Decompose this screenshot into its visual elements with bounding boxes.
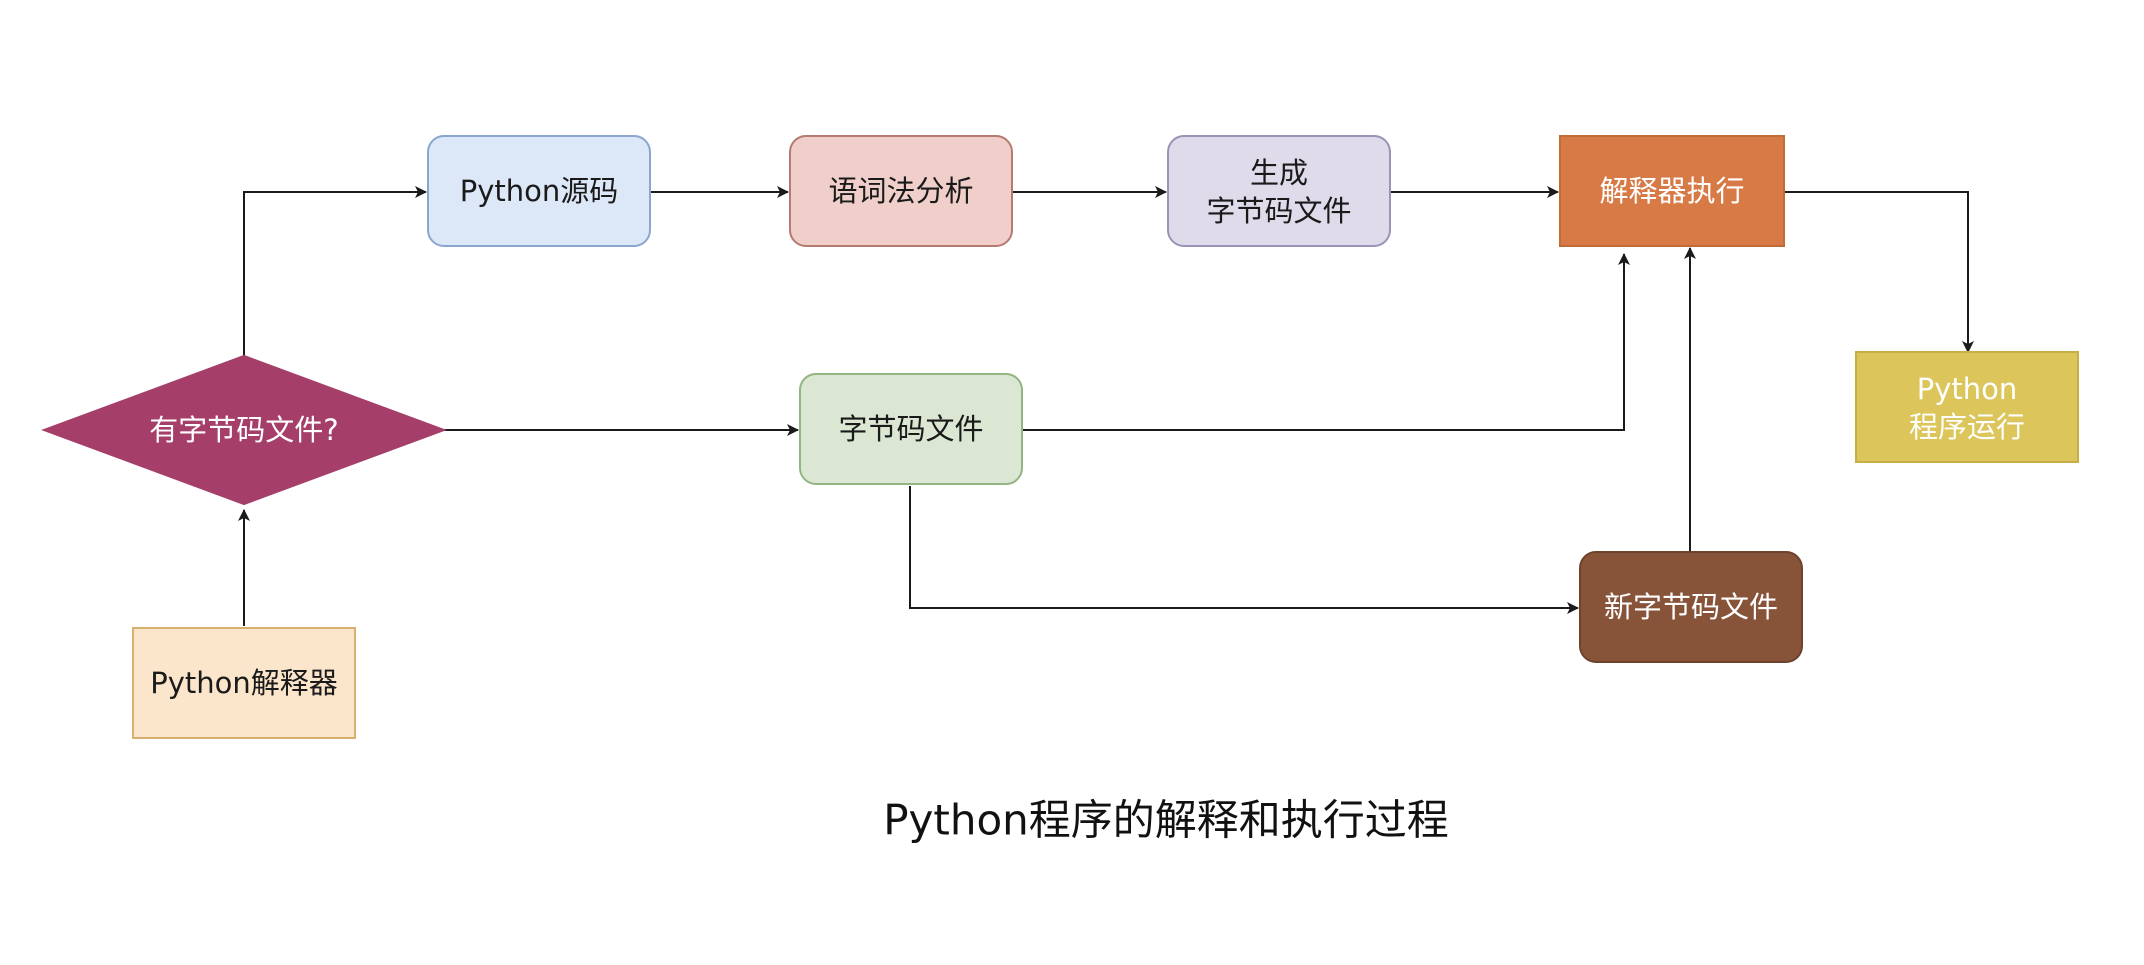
node-python-interpreter-box: [132, 627, 356, 739]
node-lexical-analysis: 语词法分析: [789, 135, 1013, 247]
node-program-run-line2: 程序运行: [1909, 410, 2025, 444]
node-interpreter-execute-label: 解释器执行: [1599, 174, 1744, 208]
node-new-bytecode-file-label: 新字节码文件: [1604, 590, 1778, 624]
node-program-run-box: [1855, 351, 2079, 463]
node-new-bytecode-file-box: [1579, 551, 1803, 663]
node-python-source-box: [427, 135, 651, 247]
node-has-bytecode-decision: 有字节码文件?: [41, 354, 447, 506]
node-interpreter-execute: 解释器执行: [1559, 135, 1785, 247]
node-python-interpreter-label: Python解释器: [150, 666, 338, 700]
node-python-source: Python源码: [427, 135, 651, 247]
node-new-bytecode-file: 新字节码文件: [1579, 551, 1803, 663]
connectors: [238, 186, 1974, 626]
arrow-decision-to-source: [243, 186, 427, 356]
arrow-bytecode-to-new-bytecode: [909, 486, 1579, 614]
node-python-interpreter: Python解释器: [132, 627, 356, 739]
node-python-source-label: Python源码: [460, 174, 619, 208]
node-lexical-analysis-box: [789, 135, 1013, 247]
node-generate-bytecode-line2: 字节码文件: [1206, 194, 1351, 228]
node-bytecode-file: 字节码文件: [799, 373, 1023, 485]
arrow-bytecode-to-execute: [1022, 253, 1630, 431]
node-lexical-analysis-label: 语词法分析: [828, 174, 973, 208]
arrow-execute-to-run: [1784, 191, 1974, 353]
diagram-caption: Python程序的解释和执行过程: [883, 796, 1449, 845]
node-has-bytecode-label: 有字节码文件?: [149, 413, 338, 447]
node-generate-bytecode-line1: 生成: [1250, 156, 1308, 190]
node-generate-bytecode-box: [1167, 135, 1391, 247]
node-bytecode-file-box: [799, 373, 1023, 485]
node-bytecode-file-label: 字节码文件: [838, 412, 983, 446]
node-interpreter-execute-box: [1559, 135, 1785, 247]
node-has-bytecode-diamond: [41, 354, 447, 506]
node-program-run-line1: Python: [1917, 372, 2018, 406]
node-generate-bytecode: 生成 字节码文件: [1167, 135, 1391, 247]
node-program-run: Python 程序运行: [1855, 351, 2079, 463]
